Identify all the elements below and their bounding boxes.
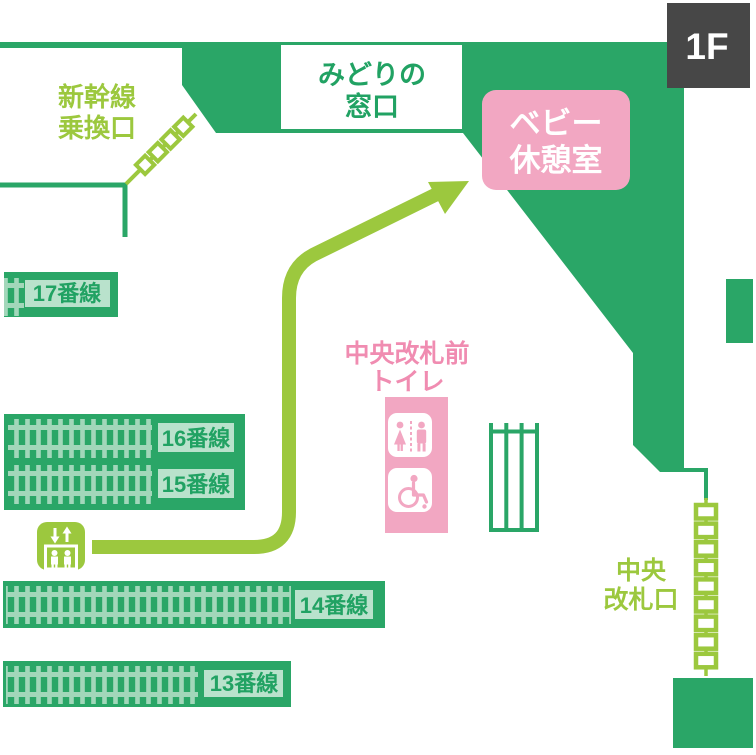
woman-figure <box>397 444 400 451</box>
track-rail <box>6 672 198 677</box>
woman-figure <box>394 429 406 445</box>
gate-chain-square <box>693 595 719 614</box>
gate-chain-square <box>693 539 719 558</box>
midori-window-box <box>281 45 462 129</box>
person-figure <box>51 550 58 556</box>
gate-chain-square <box>693 502 719 521</box>
platform-15-label: 15番線 <box>162 472 230 497</box>
track-rail <box>8 471 152 476</box>
wall-line-gate-connector <box>684 468 708 500</box>
floor-badge: 1F <box>667 3 750 88</box>
track-rail <box>4 303 24 308</box>
elevator-down-arrowhead <box>50 536 60 544</box>
track-rail <box>6 612 291 617</box>
man-figure <box>417 443 421 452</box>
platform-14: 14番線 <box>3 581 385 628</box>
platform-17: 17番線 <box>4 272 118 317</box>
person-figure <box>64 550 71 556</box>
floor-badge-box <box>667 3 750 88</box>
route-arrow <box>92 181 469 554</box>
gate-chain-square <box>693 651 719 670</box>
ticket-gate-chain-icon <box>124 112 198 186</box>
woman-figure <box>396 421 404 429</box>
floor-badge-label: 1F <box>685 26 728 67</box>
track-rail <box>8 425 152 430</box>
shinkansen-transfer-label-line1: 新幹線 <box>58 82 136 112</box>
elevator-car-outline <box>44 544 78 571</box>
gate-chain-square <box>693 632 719 651</box>
central-gate-toilet-label-line2: トイレ <box>369 368 444 396</box>
toilet-box <box>385 397 448 533</box>
track-pattern <box>8 419 152 458</box>
track-rail <box>8 491 152 496</box>
man-figure <box>418 421 425 429</box>
track-rail <box>6 592 291 597</box>
baby-room-label-line2: 休憩室 <box>509 143 603 178</box>
platform-13-label: 13番線 <box>210 671 278 696</box>
platform-14-label: 14番線 <box>300 593 368 618</box>
person-figure <box>64 564 67 569</box>
platform-16-15: 16番線 15番線 <box>4 414 245 510</box>
wall-segment-right <box>726 279 753 343</box>
wheelchair-icon <box>388 468 432 512</box>
gate-chain-square <box>158 127 183 152</box>
person-figure <box>51 564 54 569</box>
gate-chain-square <box>693 577 719 596</box>
man-figure <box>416 429 427 444</box>
gate-chain-square <box>145 140 170 165</box>
track-rail <box>4 283 24 288</box>
track-pattern <box>6 586 291 624</box>
platform-17-label: 17番線 <box>33 281 101 306</box>
woman-figure <box>400 444 403 451</box>
platform-13-label-box <box>204 670 283 697</box>
track-rail <box>8 445 152 450</box>
wheelchair-wheel <box>398 487 419 508</box>
wheelchair-caster <box>422 504 427 509</box>
gate-chain-square <box>693 558 719 577</box>
gate-chain-square <box>133 152 158 177</box>
baby-room-bg <box>482 90 630 190</box>
person-figure <box>55 564 58 569</box>
platform-15-label-box <box>158 469 234 498</box>
platform-13: 13番線 <box>3 661 291 707</box>
wall-line-top <box>0 42 182 48</box>
person-figure <box>51 556 58 565</box>
wall-line-left <box>0 182 128 237</box>
man-figure <box>422 443 426 452</box>
wheelchair-rider-head <box>410 474 418 483</box>
person-figure <box>68 564 71 569</box>
route-path <box>92 187 441 554</box>
baby-room-box: ベビー 休憩室 <box>482 90 630 190</box>
ticket-gate-chain-icon <box>693 498 719 676</box>
shinkansen-transfer-label-line2: 乗換口 <box>58 113 136 143</box>
track-rail <box>6 692 198 697</box>
platform-17-label-box <box>25 280 110 307</box>
central-gate-label-line2: 改札口 <box>603 585 678 614</box>
track-pattern <box>6 666 198 704</box>
central-gate-label-line1: 中央 <box>616 557 667 585</box>
route-arrowhead <box>428 181 469 214</box>
gate-chain-square <box>171 114 196 139</box>
elevator-icon <box>37 522 85 571</box>
platform-16-label: 16番線 <box>162 426 230 451</box>
wall-block-bottom-right <box>673 678 753 748</box>
midori-window-label-line2: 窓口 <box>345 91 399 122</box>
platform-16-label-box <box>158 423 234 452</box>
baby-room-label-line1: ベビー <box>510 106 603 141</box>
midori-window-label-line1: みどりの <box>318 60 426 90</box>
central-gate-toilet-label-line1: 中央改札前 <box>344 339 469 368</box>
platform-14-label-box <box>295 590 373 619</box>
person-figure <box>64 556 71 565</box>
gate-chain-square <box>693 614 719 633</box>
elevator-up-arrowhead <box>62 526 72 534</box>
stairs-icon <box>489 423 539 532</box>
gate-chain-square <box>693 521 719 540</box>
track-pattern <box>8 465 152 504</box>
restroom-icon <box>388 413 432 457</box>
